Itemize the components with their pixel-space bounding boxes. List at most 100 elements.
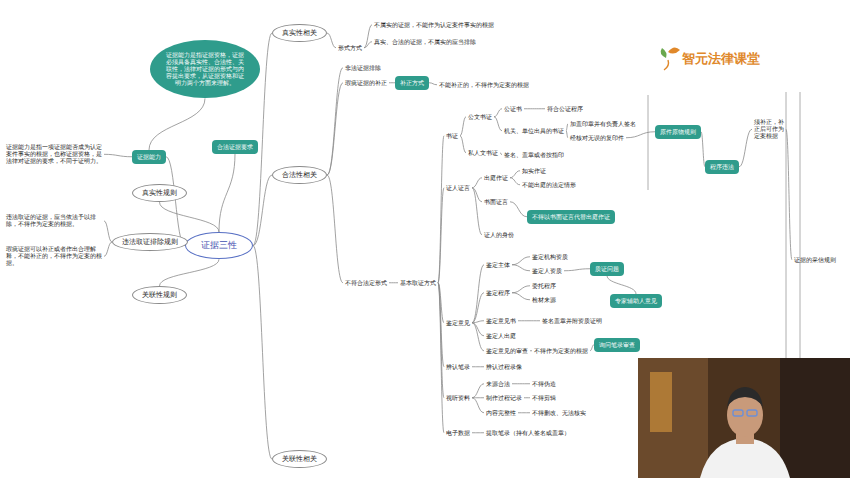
- node-text: 制作过程记录: [486, 394, 522, 402]
- topic-text: 书面证言: [482, 197, 510, 207]
- node-text: 鉴定意见的审查: [486, 347, 528, 355]
- branch-line: [566, 124, 568, 131]
- branch-line: [104, 221, 112, 242]
- topic-text: 非法证据排除: [343, 63, 383, 73]
- node-text: 程序违法: [710, 163, 734, 171]
- branch-line: [518, 320, 540, 321]
- topic-text: 公文书证: [466, 112, 494, 122]
- teal-tag: 质证问题: [590, 262, 624, 276]
- node-text: 不得以书面证言代替出庭作证: [532, 213, 610, 221]
- webcam-video: [638, 358, 850, 478]
- branch-line: [512, 383, 530, 384]
- topic-text: 鉴定意见书: [484, 316, 518, 326]
- central-ellipse: 证据三性: [185, 232, 253, 259]
- branch-line: [472, 323, 484, 336]
- teal-tag: 补正方式: [395, 76, 429, 90]
- node-text: 鉴定意见书: [486, 317, 516, 325]
- teal-tag: 专家辅助人意见: [610, 294, 662, 308]
- topic-text: 制作过程记录: [484, 393, 524, 403]
- teal-tag: 合法证据要求: [212, 140, 258, 154]
- topic-text: 辨认笔录: [444, 362, 472, 372]
- node-text: 证据能力是指一项证据能否成为认定案件事实的根据，也称证据资格，是法律对证据的要求…: [6, 144, 102, 165]
- topic-text: 瑕疵证据的补正: [343, 78, 389, 88]
- node-text: 真实、合法的证据，不属实的应当排除: [374, 38, 476, 46]
- branch-line: [364, 42, 372, 48]
- branch-line: [253, 246, 272, 459]
- node-text: 内容完整性: [486, 409, 516, 417]
- node-text: 来源合法: [486, 380, 510, 388]
- node-text: 辨认过程录像: [486, 363, 522, 371]
- topic-text: 形式方式: [336, 43, 364, 53]
- node-text: 如实作证: [522, 167, 546, 175]
- node-text: 鉴定人资质: [532, 267, 562, 275]
- logo: [661, 47, 680, 70]
- node-text: 鉴定主体: [486, 261, 510, 269]
- branch-ellipse: 真实性相关: [272, 24, 327, 42]
- node-text: 鉴定意见: [446, 319, 470, 327]
- node-text: 须补正，补正后可作为定案根据: [754, 119, 784, 140]
- branch-line: [518, 412, 530, 413]
- topic-text: 出庭作证: [482, 173, 510, 183]
- topic-text: 不符合法定形式: [343, 278, 389, 288]
- node-text: 不符合法定形式: [345, 279, 387, 287]
- branch-line: [510, 178, 520, 185]
- node-text: 不属实的证据，不能作为认定案件事实的根据: [374, 21, 494, 29]
- topic-text: 内容完整性: [484, 408, 518, 418]
- node-text: 书面证言: [484, 198, 508, 206]
- note-ellipse: 证据能力是指证据资格，证据必须具备真实性、合法性、关联性，法律对证据的形式与内容…: [150, 40, 260, 98]
- topic-text: 书证: [444, 131, 460, 141]
- branch-line: [512, 257, 530, 265]
- node-text: 真实性规则: [142, 189, 177, 197]
- topic-text: 电子数据: [444, 428, 472, 438]
- branch-ellipse: 真实性规则: [132, 184, 187, 202]
- branch-line: [327, 33, 336, 48]
- topic-text: 鉴定意见: [444, 318, 472, 328]
- branch-line: [460, 117, 466, 136]
- branch-line: [626, 132, 655, 138]
- note-text: 须补正，补正后可作为定案根据: [752, 118, 786, 141]
- node-text: 非法证据排除: [345, 64, 381, 72]
- branch-line: [472, 366, 484, 367]
- teal-tag: 询问笔录审查: [594, 338, 640, 352]
- node-text: 瑕疵证据的补正: [345, 79, 387, 87]
- node-text: 原件原物规则: [660, 128, 696, 136]
- topic-text: 证人证言: [444, 183, 472, 193]
- teal-tag: 证据能力: [132, 150, 166, 164]
- node-text: 机关、单位出具的书证: [504, 127, 564, 135]
- topic-text: 不得剪辑: [530, 393, 558, 403]
- topic-text: 签名、盖章或者按指印: [502, 150, 566, 160]
- topic-text: 如实作证: [520, 166, 548, 176]
- teal-tag: 程序违法: [705, 160, 739, 174]
- node-text: 关联性相关: [282, 455, 317, 463]
- node-text: 不得作为定案的根据: [534, 347, 588, 355]
- node-text: 不得伪造: [532, 380, 556, 388]
- topic-text: 符合公证程序: [545, 104, 585, 114]
- topic-text: 来源合法: [484, 379, 512, 389]
- topic-text: 委托程序: [530, 281, 558, 291]
- branch-line: [160, 202, 220, 232]
- node-text: 检材来源: [532, 296, 556, 304]
- branch-line: [786, 129, 792, 259]
- branch-line: [460, 136, 466, 153]
- branch-line: [327, 83, 343, 175]
- node-text: 证人证言: [446, 184, 470, 192]
- teal-tag: 不得以书面证言代替出庭作证: [527, 210, 615, 224]
- topic-text: 私人文书证: [466, 148, 500, 158]
- topic-text: 鉴定主体: [484, 260, 512, 270]
- branch-line: [472, 188, 482, 235]
- node-text: 书证: [446, 132, 458, 140]
- topic-text: 不能出庭的法定情形: [520, 180, 578, 190]
- branch-line: [219, 154, 235, 233]
- node-text: 签名盖章并附资质证明: [542, 317, 602, 325]
- topic-text: 提取笔录（持有人签名或盖章）: [484, 428, 572, 438]
- branch-ellipse: 关联性规则: [132, 286, 187, 304]
- branch-line: [472, 293, 484, 323]
- branch-line: [429, 83, 437, 85]
- teal-tag: 原件原物规则: [655, 125, 701, 139]
- node-text: 补正方式: [400, 79, 424, 87]
- branch-ellipse: 违法取证排除规则: [112, 233, 188, 251]
- branch-line: [364, 25, 372, 48]
- node-text: 违法取证的证据，应当依法予以排除，不得作为定案的根据。: [6, 214, 102, 228]
- branch-line: [327, 68, 343, 175]
